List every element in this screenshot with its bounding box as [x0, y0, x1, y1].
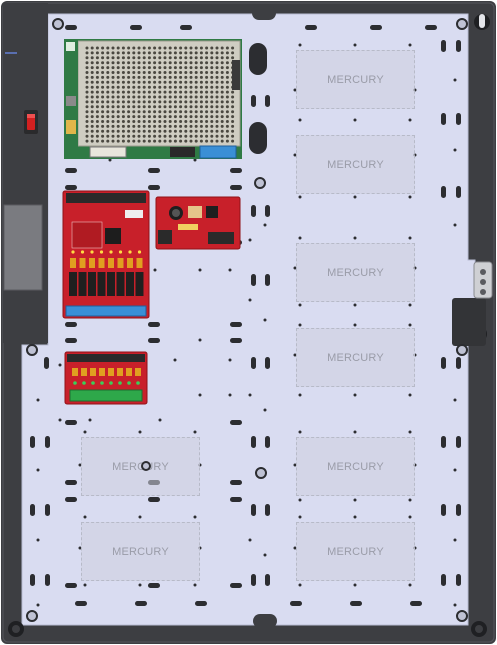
mercury-slot-5[interactable]: MERCURY [296, 437, 415, 496]
power-switch[interactable] [24, 110, 38, 134]
input-fuse [108, 368, 114, 376]
relay-led [71, 250, 75, 254]
horizontal-slots [65, 25, 437, 606]
mercury-slot-1[interactable]: MERCURY [296, 50, 415, 109]
left-rail [3, 3, 48, 343]
mercury-slot-3[interactable]: MERCURY [296, 243, 415, 302]
standoffs [26, 18, 468, 622]
relay-fuse [98, 258, 105, 268]
relay-fuse [136, 258, 143, 268]
relay-fuse [108, 258, 114, 268]
relay [78, 272, 87, 296]
input-led [82, 381, 86, 385]
slot-label: MERCURY [327, 266, 384, 279]
mercury-slot-2[interactable]: MERCURY [296, 135, 415, 194]
psu-vent-grid [85, 46, 235, 143]
power-distribution-board[interactable] [155, 196, 241, 250]
relay [88, 272, 96, 296]
relay-fuse [70, 258, 76, 268]
input-fuse [117, 368, 123, 376]
top-mount-notches [252, 6, 277, 628]
mercury-slot-7[interactable]: MERCURY [81, 437, 200, 496]
slot-label: MERCURY [112, 545, 169, 558]
relay [135, 272, 144, 296]
input-fuse [99, 368, 105, 376]
relay-led [99, 250, 104, 254]
relay-led [80, 250, 85, 254]
input-led [100, 381, 104, 385]
cable-entry-bracket[interactable] [452, 261, 493, 346]
relay [107, 272, 115, 296]
relay-fuse [127, 258, 133, 268]
slot-label: MERCURY [327, 158, 384, 171]
mercury-slot-6[interactable]: MERCURY [296, 522, 415, 581]
relay-led [137, 250, 142, 254]
relay [69, 272, 77, 296]
relay-fuse [117, 258, 124, 268]
relay-led [90, 250, 94, 254]
slot-label: MERCURY [327, 351, 384, 364]
relay-fuse [79, 258, 86, 268]
relay-array [69, 250, 144, 296]
input-led-row [72, 368, 141, 385]
relay [116, 272, 125, 296]
relay [97, 272, 106, 296]
slot-label: MERCURY [327, 545, 384, 558]
input-led [91, 381, 95, 385]
relay [126, 272, 134, 296]
slot-label: MERCURY [112, 460, 169, 473]
8-relay-output-board[interactable] [62, 190, 150, 319]
slot-label: MERCURY [327, 460, 384, 473]
relay-led [128, 250, 132, 254]
relay-led [118, 250, 123, 254]
input-fuse [81, 368, 87, 376]
input-fuse [126, 368, 132, 376]
input-led [109, 381, 113, 385]
input-fuse [72, 368, 78, 376]
input-led [73, 381, 77, 385]
oval-knockouts [249, 43, 267, 154]
mercury-slot-4[interactable]: MERCURY [296, 328, 415, 387]
input-fuse [90, 368, 96, 376]
input-fuse [135, 368, 141, 376]
input-led [127, 381, 131, 385]
power-supply-board[interactable] [64, 39, 242, 159]
input-led [118, 381, 122, 385]
relay-fuse [89, 258, 95, 268]
input-expansion-board[interactable] [64, 351, 148, 405]
slot-label: MERCURY [327, 73, 384, 86]
dot-holes [36, 43, 457, 607]
relay-led [109, 250, 113, 254]
input-led [136, 381, 140, 385]
vertical-slots [30, 40, 461, 586]
mercury-slot-8[interactable]: MERCURY [81, 522, 200, 581]
